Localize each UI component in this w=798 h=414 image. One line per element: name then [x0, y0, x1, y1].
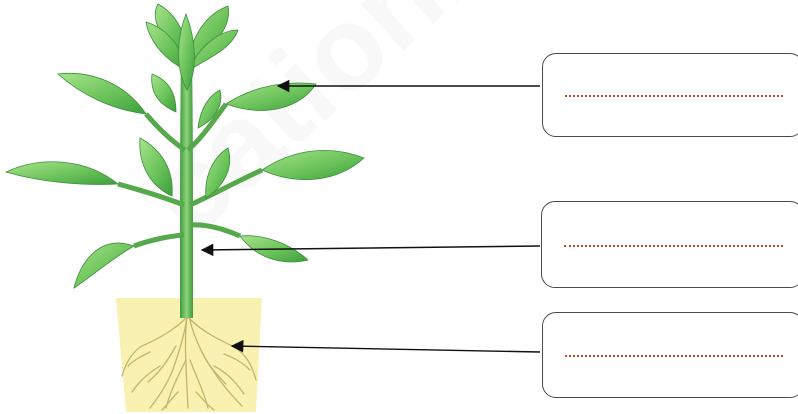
leaf-label-box[interactable]	[542, 53, 798, 137]
stem-label-box[interactable]	[541, 201, 798, 288]
root-answer-line[interactable]	[565, 355, 783, 357]
root-label-box[interactable]	[542, 312, 798, 398]
root-arrow	[230, 339, 541, 353]
roots	[121, 309, 257, 411]
stem-answer-line[interactable]	[564, 244, 783, 247]
stem-arrow	[200, 243, 541, 257]
stem	[117, 60, 264, 318]
leaves	[4, 3, 365, 289]
leaf-answer-line[interactable]	[565, 95, 783, 97]
